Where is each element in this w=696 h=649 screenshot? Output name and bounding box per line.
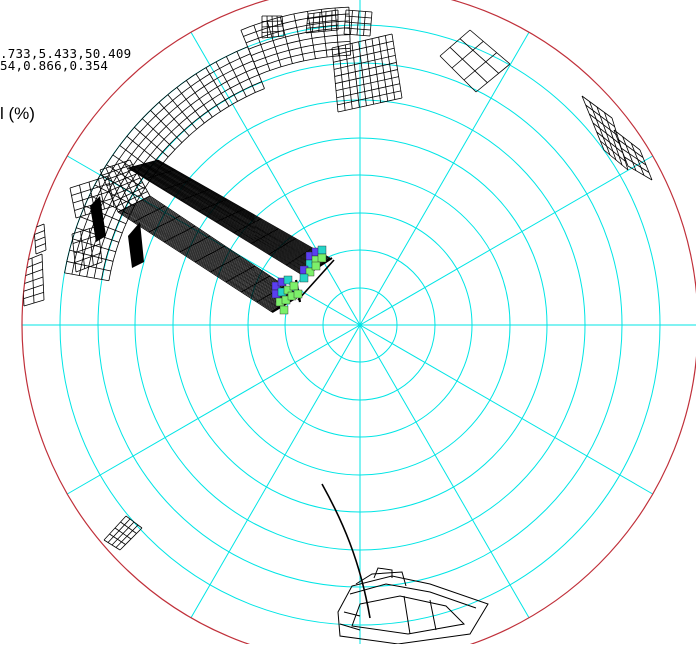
facade-panel-right: [582, 96, 628, 170]
irradiance-cell: [318, 246, 326, 254]
irradiance-cell: [290, 282, 298, 290]
shadow-fin: [128, 222, 144, 268]
facade-panel-right: [614, 130, 652, 180]
irradiance-cell: [312, 262, 320, 270]
irradiance-cell: [280, 306, 288, 314]
facade-panel-lower-left: [104, 516, 142, 550]
view-coordinates-line-2: 54,0.866,0.354: [0, 60, 108, 72]
irradiance-cell: [300, 274, 308, 282]
metric-label: l (%): [0, 104, 35, 124]
irradiance-cell: [318, 254, 326, 262]
irradiance-cell: [294, 290, 302, 298]
